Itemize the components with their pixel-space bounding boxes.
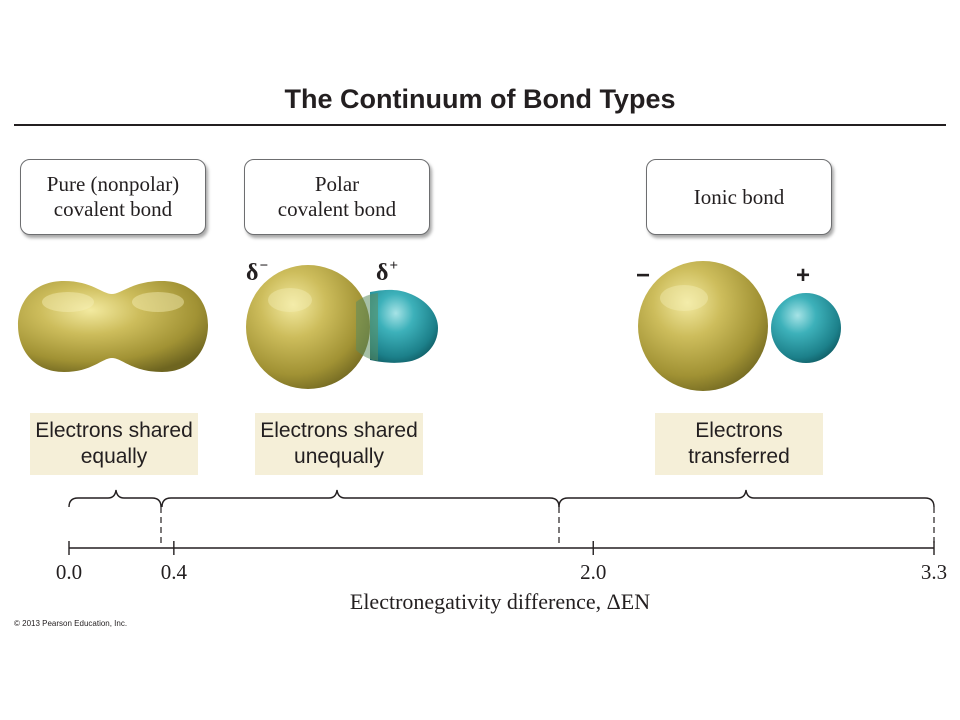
brace-ionic [558,489,935,508]
delta-plus-symbol: δ [376,260,389,286]
desc-transferred: Electrons transferred [655,413,823,475]
delta-minus-charge: δ− [246,258,268,287]
polar-label-line1: Polar [314,172,360,196]
desc-equally-line1: Electrons shared [35,419,193,442]
nonpolar-label-line2: covalent bond [53,197,173,221]
tick-label: 3.3 [920,560,948,584]
brace-nonpolar [68,489,162,508]
polar-label-line2: covalent bond [277,197,397,221]
nonpolar-molecule [18,281,208,372]
title-rule [14,124,946,126]
polar-covalent-label-box: Polar covalent bond [244,159,430,235]
range-braces [68,489,935,508]
desc-transferred-line2: transferred [688,445,790,468]
delta-minus-sign: − [259,258,269,274]
nonpolar-label-line1: Pure (nonpolar) [46,172,180,196]
ionic-negative-charge: − [636,262,651,289]
delta-minus-symbol: δ [246,260,259,286]
delta-plus-sign: + [389,258,399,274]
ionic-positive-charge: + [796,262,811,289]
page-title: The Continuum of Bond Types [284,84,676,114]
nonpolar-covalent-label-box: Pure (nonpolar) covalent bond [20,159,206,235]
desc-equally-line2: equally [80,445,148,468]
axis-ticks [68,541,935,555]
desc-shared-equally: Electrons shared equally [30,413,198,475]
polar-molecule [246,265,438,389]
desc-transferred-line1: Electrons [695,419,783,442]
brace-polar [161,489,560,508]
tick-label: 2.0 [580,560,607,584]
copyright-notice: © 2013 Pearson Education, Inc. [14,619,128,628]
ionic-molecule [638,261,841,391]
ionic-bond-label-box: Ionic bond [646,159,832,235]
axis-label: Electronegativity difference, ΔEN [349,589,651,614]
desc-unequally-line2: unequally [294,445,384,468]
delta-plus-charge: δ+ [376,258,398,287]
dashed-connectors [160,507,935,545]
tick-label: 0.0 [55,560,83,584]
tick-label: 0.4 [160,560,187,584]
desc-shared-unequally: Electrons shared unequally [255,413,423,475]
ionic-label-line1: Ionic bond [693,184,785,209]
desc-unequally-line1: Electrons shared [260,419,418,442]
